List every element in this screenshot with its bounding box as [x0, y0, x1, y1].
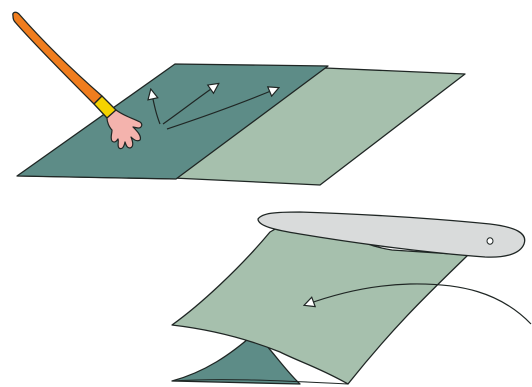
bone-folder-body [257, 211, 526, 258]
top-panel-group [12, 11, 466, 186]
bottom-crease-line [171, 379, 349, 385]
fold-direction-arrow [305, 283, 532, 325]
brush-handle [12, 11, 103, 105]
bottom-panel-group [171, 211, 532, 385]
brush-direction-arrow-right [166, 88, 278, 130]
top-panel-edge [16, 175, 177, 180]
brush-direction-arrow-diagonal [162, 84, 218, 125]
bone-folder-icon [257, 211, 526, 258]
bone-folder-hole [486, 237, 494, 245]
paintbrush-icon [12, 11, 143, 150]
hand-icon [106, 109, 143, 150]
brush-direction-arrow-up [151, 90, 161, 125]
